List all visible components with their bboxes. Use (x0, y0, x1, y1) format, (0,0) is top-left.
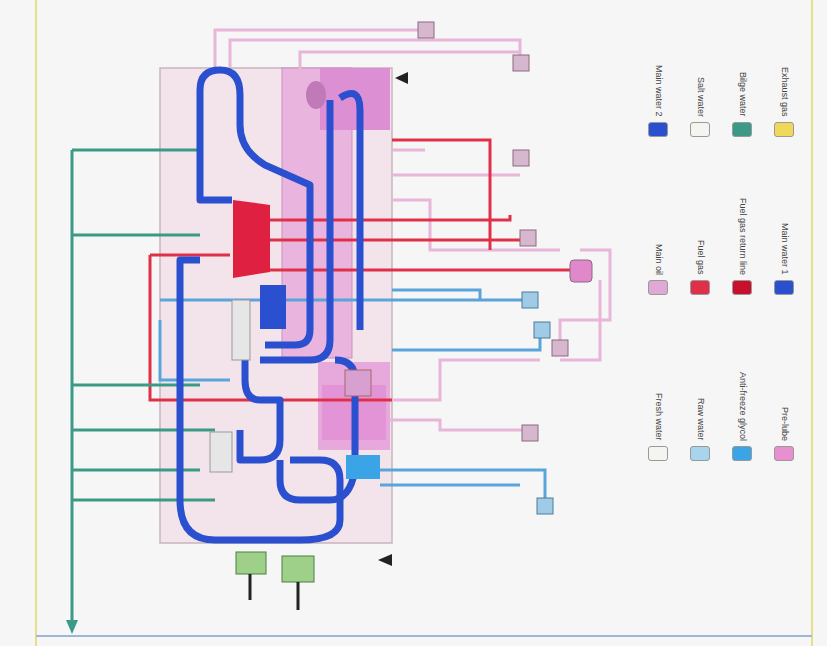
legend-text: Main oil (653, 244, 663, 275)
legend-swatch (690, 122, 710, 137)
legend-text: Raw water (695, 398, 705, 441)
legend-text: Salt water (695, 77, 705, 117)
legend-swatch (648, 280, 668, 295)
legend-swatch (774, 280, 794, 295)
legend-swatch (732, 122, 752, 137)
legend-text: Exhaust gas (779, 67, 789, 117)
legend-swatch (732, 446, 752, 461)
legend-text: Anti-freeze glycol (737, 372, 747, 441)
legend-swatch (732, 280, 752, 295)
legend-swatch (774, 122, 794, 137)
legend-text: Main water 2 (653, 65, 663, 117)
legend-swatch (648, 122, 668, 137)
legend-swatch (774, 446, 794, 461)
legend-text: Fuel gas (695, 240, 705, 275)
legend-swatch (648, 446, 668, 461)
legend-text: Pre-lube (779, 407, 789, 441)
legend-text: Fuel gas return line (737, 198, 747, 275)
legend-swatch (690, 280, 710, 295)
legend-text: Bilge water (737, 72, 747, 117)
legend-text: Main water 1 (779, 223, 789, 275)
legend-swatch (690, 446, 710, 461)
legend-text: Fresh water (653, 393, 663, 441)
